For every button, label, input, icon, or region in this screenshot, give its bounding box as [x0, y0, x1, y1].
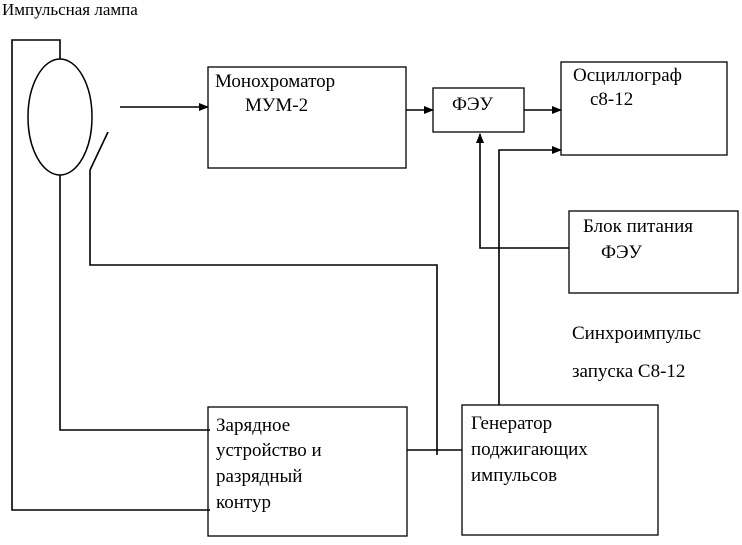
monochromator-label-1: Монохроматор	[215, 71, 335, 92]
monochromator-box	[207, 66, 407, 169]
charger-label-3: разрядный	[216, 466, 302, 487]
charger-box	[207, 406, 408, 537]
oscilloscope-label-1: Осциллограф	[573, 65, 682, 86]
monochromator-label-2: МУМ-2	[245, 95, 308, 116]
pmt-power-label-1: Блок питания	[583, 216, 693, 237]
sync-label-1: Синхроимпульс	[572, 323, 701, 344]
charger-label-1: Зарядное	[216, 415, 290, 436]
pulse-lamp-icon	[27, 58, 93, 176]
pmt-label: ФЭУ	[452, 94, 494, 115]
oscilloscope-box	[560, 61, 728, 156]
charger-label-2: устройство и	[216, 440, 322, 461]
arrow-generator-sync-to-oscilloscope	[498, 146, 562, 405]
generator-box	[461, 404, 659, 536]
pmt-power-box	[568, 210, 739, 294]
pmt-power-label-2: ФЭУ	[601, 242, 643, 263]
sync-label-2: запуска С8-12	[572, 361, 685, 382]
wire-optics-to-generator	[89, 170, 438, 455]
wire-lamp-bottom-to-charger	[59, 175, 210, 431]
generator-label-1: Генератор	[471, 413, 552, 434]
oscilloscope-label-2: с8-12	[590, 89, 633, 110]
lamp-caption: Импульсная лампа	[2, 0, 138, 19]
generator-label-3: импульсов	[471, 465, 557, 486]
charger-label-4: контур	[216, 492, 271, 513]
generator-label-2: поджигающих	[471, 439, 588, 460]
arrow-power-to-pmt	[476, 133, 569, 249]
lamp-optics-stroke	[89, 131, 109, 171]
wire-lamp-top-to-charger	[11, 39, 210, 511]
